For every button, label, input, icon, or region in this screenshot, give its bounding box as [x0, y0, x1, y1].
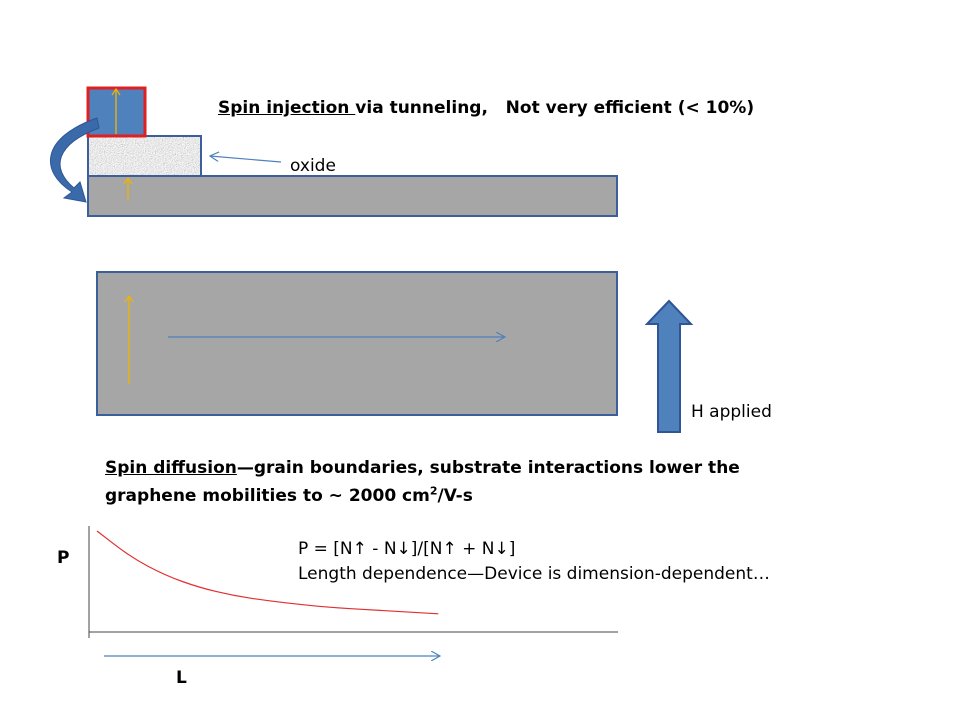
oxide-label: oxide — [290, 156, 336, 176]
spin-injection-term: Spin injection — [218, 98, 356, 118]
curved-injection-arrow — [49, 117, 100, 203]
h-applied-arrow — [644, 299, 694, 433]
length-dependence-note: Length dependence—Device is dimension-de… — [298, 564, 770, 584]
polarization-formula: P = [N↑ - N↓]/[N↑ + N↓] — [298, 539, 516, 559]
spin-diffusion-term: Spin diffusion — [105, 458, 237, 478]
spin-diffusion-line-2: graphene mobilities to ~ 2000 cm2/V-s — [105, 484, 473, 508]
polarization-decay-curve — [96, 530, 439, 615]
mobility-unit: /V-s — [437, 486, 473, 506]
oxide-pointer-arrow — [210, 156, 282, 163]
axis-label-p: P — [57, 548, 70, 568]
graphene-channel-top — [87, 175, 618, 217]
mobility-unit-exponent: 2 — [429, 484, 438, 498]
spin-diffusion-detail: —grain boundaries, substrate interaction… — [236, 458, 740, 478]
mobility-text: graphene mobilities to ~ 2000 cm — [105, 486, 430, 506]
oxide-layer — [87, 135, 202, 177]
axis-label-l: L — [176, 668, 187, 688]
spin-diffusion-line-1: Spin diffusion—grain boundaries, substra… — [105, 456, 740, 480]
spin-injection-detail: via tunneling, Not very efficient (< 10%… — [355, 98, 755, 118]
spin-injection-heading: Spin injection via tunneling, Not very e… — [218, 96, 754, 120]
graphene-channel-diffusion — [96, 271, 618, 416]
h-applied-label: H applied — [691, 402, 772, 422]
